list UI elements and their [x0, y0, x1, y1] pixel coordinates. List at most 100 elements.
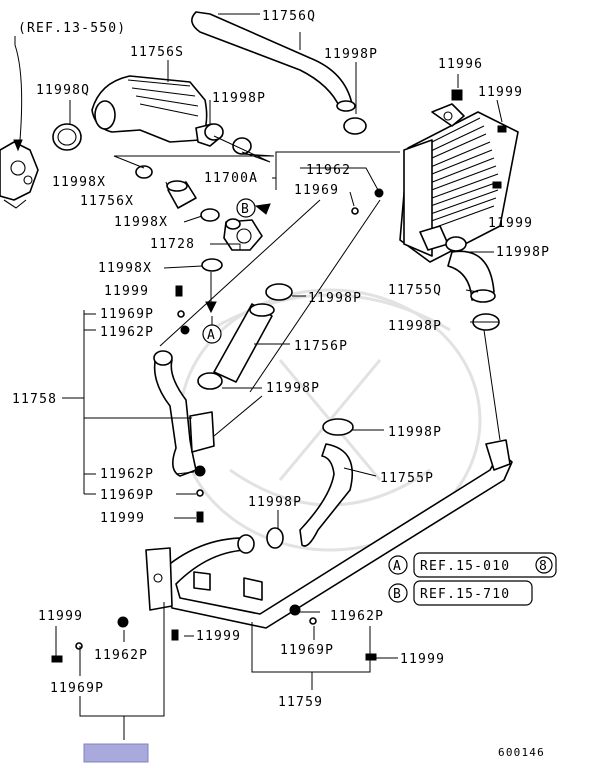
label-11998q: 11998Q: [36, 83, 90, 98]
label-11998p-c1: 11998P: [308, 291, 362, 306]
label-11962-top: 11962: [306, 163, 351, 178]
pipe-11759-bracket-left: [145, 547, 173, 611]
svg-text:B: B: [393, 587, 402, 602]
ref-top-label: (REF.13-550): [18, 21, 126, 36]
bolt-11999-br: [365, 653, 377, 661]
clamp-11998p-c1: [265, 283, 293, 301]
pipe-11759-bracket-mid2: [193, 571, 211, 591]
drawing-number: 600146: [498, 746, 545, 759]
label-11758: 11758: [12, 392, 57, 407]
hose-11756p-end: [249, 303, 275, 317]
label-11756s: 11756S: [130, 45, 184, 60]
label-11969-top: 11969: [294, 183, 339, 198]
label-11998p-r3: 11998P: [388, 425, 442, 440]
bolt-11999-r: [492, 181, 502, 189]
pipe-11758-bracket: [189, 411, 215, 453]
throttle-body: [0, 141, 39, 209]
marker-a-top: A: [202, 324, 222, 344]
label-11999-bm: 11999: [196, 629, 241, 644]
label-11998p-c2: 11998P: [266, 381, 320, 396]
bolt-11999-bl: [51, 655, 63, 663]
hose-11755q-end: [470, 289, 496, 303]
label-11996: 11996: [438, 57, 483, 72]
label-11998p-a: 11998P: [324, 47, 378, 62]
leader-lines: [13, 13, 503, 740]
label-11962p-b1: 11962P: [94, 648, 148, 663]
clamp-11998p-upper-3: [343, 117, 367, 135]
label-11759: 11759: [278, 695, 323, 710]
collar-11969p-b2: [309, 617, 317, 625]
clamp-11998p-c3: [266, 527, 284, 549]
pipe-11759-bracket-mid: [243, 577, 263, 601]
label-11969p-b2: 11969P: [280, 643, 334, 658]
clamp-11998p-upper-1: [204, 123, 224, 141]
label-11999-tr: 11999: [478, 85, 523, 100]
highlighted-part-box: [83, 743, 149, 763]
label-11998x-3: 11998X: [98, 261, 152, 276]
grommet-11962p-l2: [194, 465, 206, 477]
label-11998x-1: 11998X: [52, 175, 106, 190]
clamp-11998x-2: [200, 208, 220, 222]
label-11998p-r2: 11998P: [388, 319, 442, 334]
label-11962p-l2: 11962P: [100, 467, 154, 482]
pipe-11759-bracket-right: [485, 439, 511, 471]
label-11756q: 11756Q: [262, 9, 316, 24]
label-11756p: 11756P: [294, 339, 348, 354]
svg-text:REF.15-010: REF.15-010: [420, 559, 510, 574]
label-11969p-b1: 11969P: [50, 681, 104, 696]
label-11998p-c3: 11998P: [248, 495, 302, 510]
svg-text:B: B: [241, 202, 250, 217]
label-11756x: 11756X: [80, 194, 134, 209]
clamp-11998x-1: [135, 165, 153, 179]
label-11969p-l2: 11969P: [100, 488, 154, 503]
clamp-11998q: [52, 123, 82, 151]
bolt-11999-l1: [175, 285, 183, 297]
bolt-11999-tr: [497, 125, 507, 133]
valve-11728: [223, 218, 263, 251]
label-11998p-r1: 11998P: [496, 245, 550, 260]
collar-11969p-l2: [196, 489, 204, 497]
duct-ribs: [127, 79, 199, 117]
label-11998p-top: 11998P: [212, 91, 266, 106]
collar-11969p-l1: [177, 310, 185, 318]
grommet-11962-top: [374, 188, 384, 198]
label-11962p-l1: 11962P: [100, 325, 154, 340]
hose-11756x-end: [166, 180, 188, 192]
label-11962p-b2: 11962P: [330, 609, 384, 624]
reference-box-a: A REF.15-010 8: [388, 552, 557, 578]
grommet-11962p-b1: [117, 616, 129, 628]
label-11999-bl: 11999: [38, 609, 83, 624]
duct-inlet: [94, 100, 116, 130]
svg-text:A: A: [207, 328, 216, 343]
clamp-11998p-r1: [445, 236, 467, 252]
label-11700a: 11700A: [204, 171, 258, 186]
collar-11969p-b1: [75, 642, 83, 650]
svg-text:8: 8: [539, 559, 548, 574]
label-11998x-2: 11998X: [114, 215, 168, 230]
label-11728: 11728: [150, 237, 195, 252]
svg-text:A: A: [393, 559, 402, 574]
hose-11756q: [191, 11, 353, 109]
label-11999-l2: 11999: [100, 511, 145, 526]
marker-b-top: B: [236, 198, 256, 218]
collar-11969-top: [351, 207, 359, 215]
hose-11756q-end: [336, 100, 356, 112]
label-11999-r: 11999: [488, 216, 533, 231]
label-11755q: 11755Q: [388, 283, 442, 298]
svg-text:REF.15-710: REF.15-710: [420, 587, 510, 602]
clamp-11998x-3: [201, 258, 223, 272]
label-11755p: 11755P: [380, 471, 434, 486]
pipe-11758-end: [153, 350, 173, 366]
bolt-11999-bm: [171, 629, 179, 641]
label-11969p-l1: 11969P: [100, 307, 154, 322]
reference-box-b: B REF.15-710: [388, 580, 533, 606]
hose-11755p: [299, 443, 354, 547]
grommet-11962p-l1: [180, 325, 190, 335]
label-11999-br: 11999: [400, 652, 445, 667]
clamp-11998p-r3: [322, 418, 354, 436]
bolt-11999-l2: [196, 511, 204, 523]
clamp-11998p-c2: [197, 372, 223, 390]
pipe-11759-end: [237, 534, 255, 554]
label-11999-l1: 11999: [104, 284, 149, 299]
